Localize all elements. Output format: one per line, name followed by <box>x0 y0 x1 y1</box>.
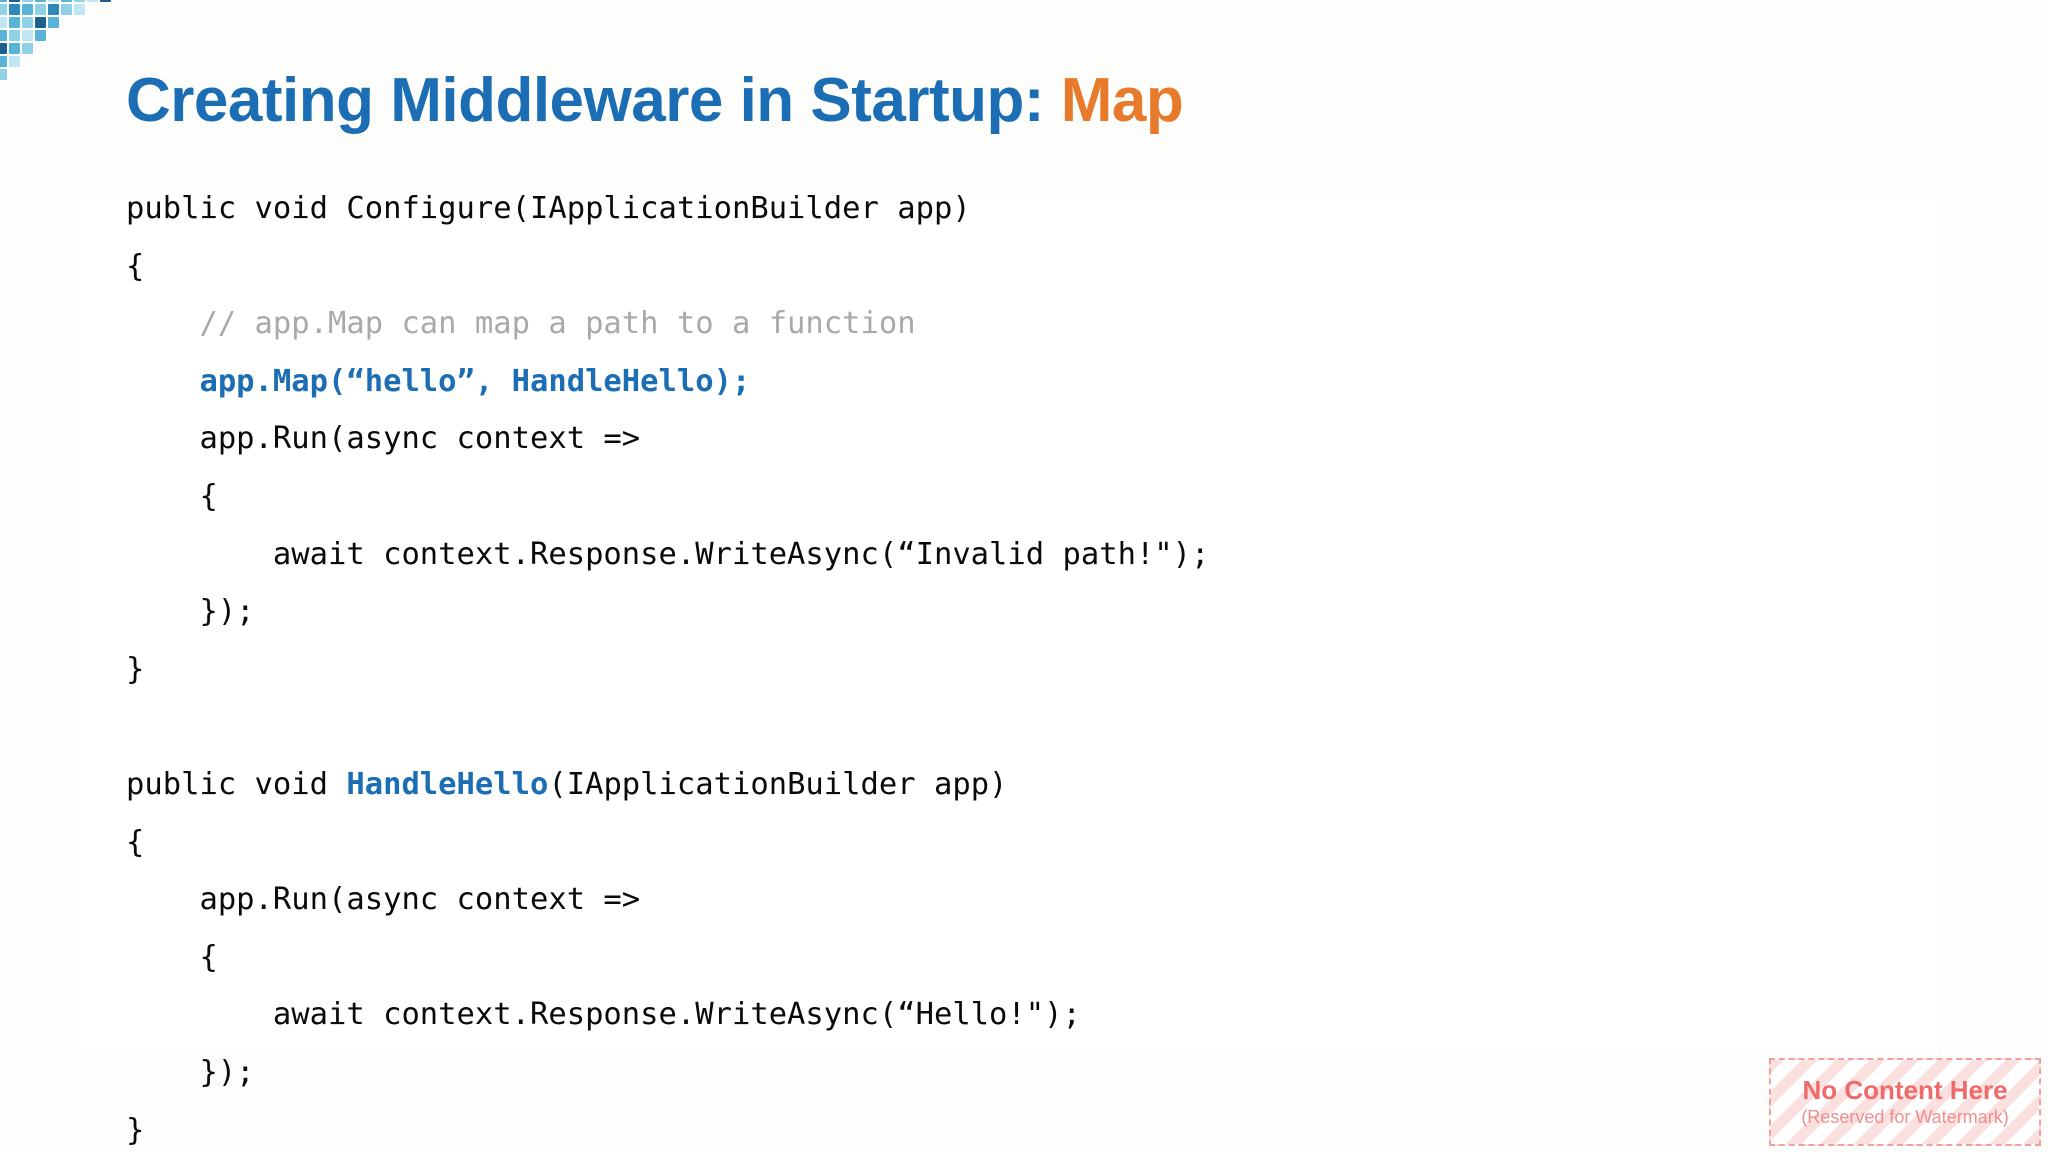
pixel-square <box>22 0 33 2</box>
pixel-square <box>48 17 59 28</box>
code-line: { <box>126 468 1209 526</box>
page-title-main: Creating Middleware in Startup: <box>126 66 1061 135</box>
code-token-plain <box>126 364 199 399</box>
pixel-square <box>35 17 46 28</box>
code-line: { <box>126 238 1209 296</box>
pixel-square <box>74 4 85 15</box>
pixel-square <box>61 4 72 15</box>
pixel-square <box>35 0 46 2</box>
page-title: Creating Middleware in Startup: Map <box>126 66 1184 135</box>
code-token-plain: } <box>126 1112 145 1148</box>
code-line: { <box>126 814 1209 872</box>
code-token-plain: { <box>126 824 145 860</box>
pixel-square <box>0 56 7 67</box>
code-token-plain: { <box>126 248 145 284</box>
code-token-plain: app.Run(async context => <box>126 421 641 457</box>
code-token-comment: // app.Map can map a path to a function <box>126 306 916 342</box>
pixel-square <box>22 43 33 54</box>
code-token-highlight: app.Map(“hello”, HandleHello); <box>199 363 751 399</box>
code-token-plain: { <box>126 478 218 514</box>
pixel-square <box>9 56 20 67</box>
code-token-plain: (IApplicationBuilder app) <box>548 766 1008 802</box>
code-token-plain: { <box>126 939 218 975</box>
pixel-square <box>48 4 59 15</box>
watermark-subtitle: (Reserved for Watermark) <box>1801 1106 2009 1127</box>
code-line: await context.Response.WriteAsync(“Inval… <box>126 526 1210 584</box>
code-line: } <box>126 641 1209 699</box>
code-line <box>126 698 1209 756</box>
pixel-square <box>0 30 7 41</box>
code-line: app.Run(async context => <box>126 871 1209 929</box>
code-token-plain: }); <box>126 594 255 630</box>
pixel-square <box>0 4 7 15</box>
code-line: public void Configure(IApplicationBuilde… <box>126 180 1209 238</box>
pixel-square <box>35 4 46 15</box>
pixel-square <box>74 0 85 2</box>
pixel-square <box>0 69 7 80</box>
code-line: public void HandleHello(IApplicationBuil… <box>126 756 1209 814</box>
code-token-plain: app.Run(async context => <box>126 882 641 918</box>
code-token-plain: await context.Response.WriteAsync(“Inval… <box>126 536 1210 572</box>
code-token-ident: HandleHello <box>346 766 549 802</box>
pixel-square <box>0 17 7 28</box>
code-token-plain: public void Configure(IApplicationBuilde… <box>126 191 971 226</box>
pixel-square <box>22 30 33 41</box>
code-token-plain: } <box>126 651 145 687</box>
page-title-accent: Map <box>1060 66 1184 135</box>
pixel-square <box>9 4 20 15</box>
pixel-square <box>9 30 20 41</box>
code-line: app.Run(async context => <box>126 410 1209 468</box>
code-token-plain: await context.Response.WriteAsync(“Hello… <box>126 997 1081 1033</box>
code-line: }); <box>126 583 1209 641</box>
code-token-plain: }); <box>126 1054 255 1090</box>
code-line: app.Map(“hello”, HandleHello); <box>126 353 1209 411</box>
pixel-square <box>48 0 59 2</box>
pixel-square <box>100 0 111 2</box>
code-block: public void Configure(IApplicationBuilde… <box>126 180 1209 1152</box>
pixel-square <box>9 17 20 28</box>
pixel-square <box>0 43 7 54</box>
code-line: await context.Response.WriteAsync(“Hello… <box>126 986 1209 1044</box>
pixel-square <box>9 0 20 2</box>
pixel-square <box>22 17 33 28</box>
content-panel: public void Configure(IApplicationBuilde… <box>76 191 1938 1148</box>
code-line: { <box>126 929 1209 987</box>
watermark-title: No Content Here <box>1802 1074 2008 1105</box>
pixel-square <box>61 0 72 2</box>
code-token-plain: public void <box>126 766 347 802</box>
code-line: } <box>126 1102 1209 1152</box>
watermark-placeholder: No Content Here (Reserved for Watermark) <box>1769 1058 2041 1146</box>
code-line: }); <box>126 1044 1209 1102</box>
pixel-triangle-decoration <box>0 0 111 80</box>
pixel-square <box>87 0 98 2</box>
pixel-square <box>22 4 33 15</box>
pixel-square <box>35 30 46 41</box>
pixel-square <box>9 43 20 54</box>
code-line: // app.Map can map a path to a function <box>126 295 1209 353</box>
pixel-square <box>0 0 7 2</box>
